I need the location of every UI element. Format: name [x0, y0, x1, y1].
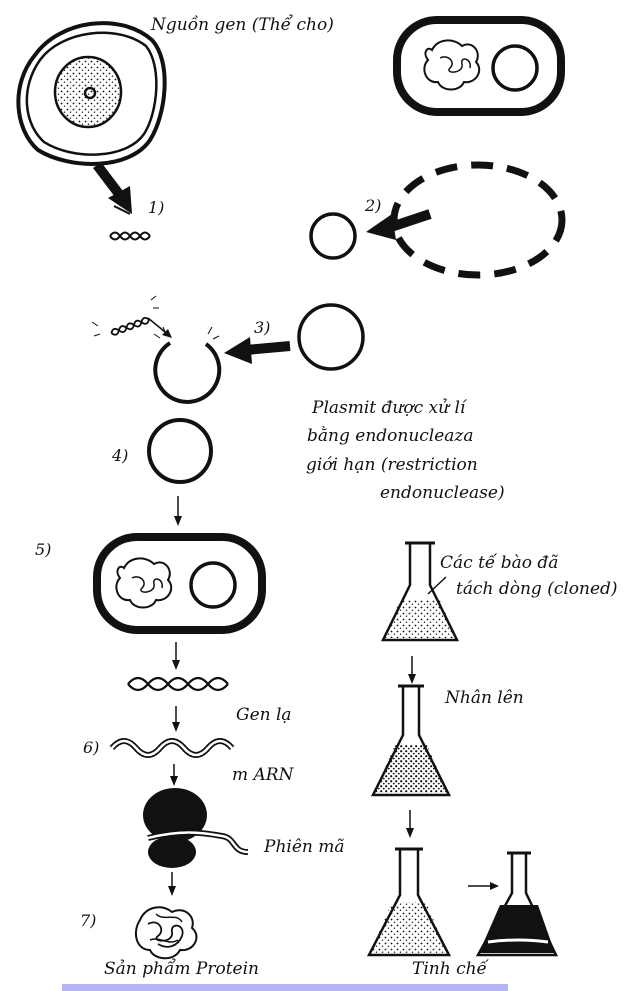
label-cloned-cells-2: tách dòng (cloned) — [456, 579, 618, 600]
donor-cell — [18, 23, 164, 164]
arrow-flask3-to-flask4 — [468, 882, 499, 890]
host-bacterium — [97, 537, 262, 630]
label-plasmid-treated-4: endonuclease) — [380, 483, 505, 504]
arrow-flask2-to-flask3 — [406, 810, 414, 838]
arrow-flask1-to-flask2 — [408, 656, 416, 684]
label-foreign-gene: Gen lạ — [236, 705, 292, 726]
plasmid-in-bacterium — [493, 46, 537, 90]
flask-purified — [478, 853, 556, 955]
step-4-label: 4) — [112, 446, 128, 466]
donor-dna-fragment — [110, 233, 150, 240]
label-multiply: Nhân lên — [445, 688, 524, 709]
label-mrna: m ARN — [232, 765, 293, 786]
label-cloned-cells-1: Các tế bào đã — [440, 553, 558, 574]
inserted-dna-fragment — [92, 296, 172, 338]
extracted-plasmid — [311, 214, 355, 258]
bacterium-top — [397, 20, 561, 112]
label-protein-product: Sản phẩm Protein — [104, 959, 259, 980]
foreign-gene-dna — [128, 678, 228, 690]
step-6-label: 6) — [83, 738, 99, 758]
label-plasmid-treated-3: giới hạn (restriction — [306, 455, 478, 476]
step3-arrow — [224, 337, 290, 364]
donor-nucleus — [55, 57, 121, 127]
cut-plasmid — [154, 327, 219, 402]
flask-culture — [369, 849, 449, 955]
step1-arrow — [97, 165, 132, 214]
arrow-mrna-to-ribosome — [170, 764, 178, 786]
step-5-label: 5) — [35, 540, 51, 560]
ribosome — [143, 788, 248, 868]
label-gene-source: Nguồn gen (Thể cho) — [151, 15, 334, 36]
intact-plasmid — [299, 305, 363, 369]
arrow-4-to-5 — [174, 496, 182, 526]
arrow-gene-to-mrna — [172, 706, 180, 732]
label-plasmid-treated-1: Plasmit được xử lí — [312, 398, 465, 419]
label-plasmid-treated-2: bằng endonucleaza — [307, 426, 474, 447]
step-3-label: 3) — [254, 318, 270, 338]
host-plasmid — [191, 563, 235, 607]
recombinant-plasmid — [149, 420, 211, 482]
label-purify: Tinh chế — [412, 959, 487, 980]
arrow-5-to-gene — [172, 642, 180, 670]
protein-product — [136, 907, 197, 958]
step-1-label: 1) — [148, 198, 164, 218]
flask-multiplied — [373, 686, 449, 795]
arrow-ribosome-to-protein — [168, 872, 176, 896]
label-transcription: Phiên mã — [264, 837, 345, 858]
bottom-bar — [62, 984, 508, 991]
step2-arrow — [366, 214, 430, 240]
step-7-label: 7) — [80, 911, 96, 931]
step-2-label: 2) — [365, 196, 381, 216]
